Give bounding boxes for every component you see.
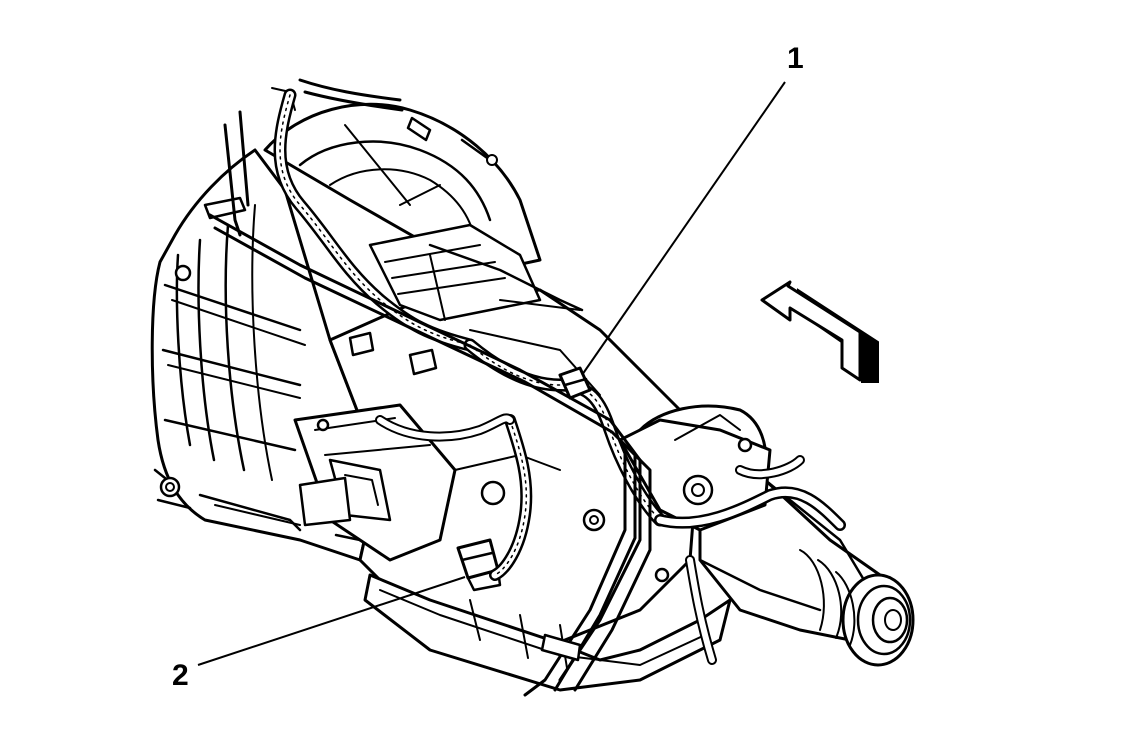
extension-housing — [618, 404, 915, 667]
callout-label-1: 1 — [787, 42, 804, 75]
wiring-harness — [203, 88, 846, 665]
callout-1-leader — [581, 81, 786, 376]
callout-label-2: 2 — [172, 659, 189, 692]
main-case — [328, 223, 732, 692]
callout-2-leader — [197, 576, 466, 666]
cooler-lines — [208, 78, 652, 697]
direction-arrow-icon — [760, 280, 879, 383]
valve-body — [293, 403, 457, 562]
